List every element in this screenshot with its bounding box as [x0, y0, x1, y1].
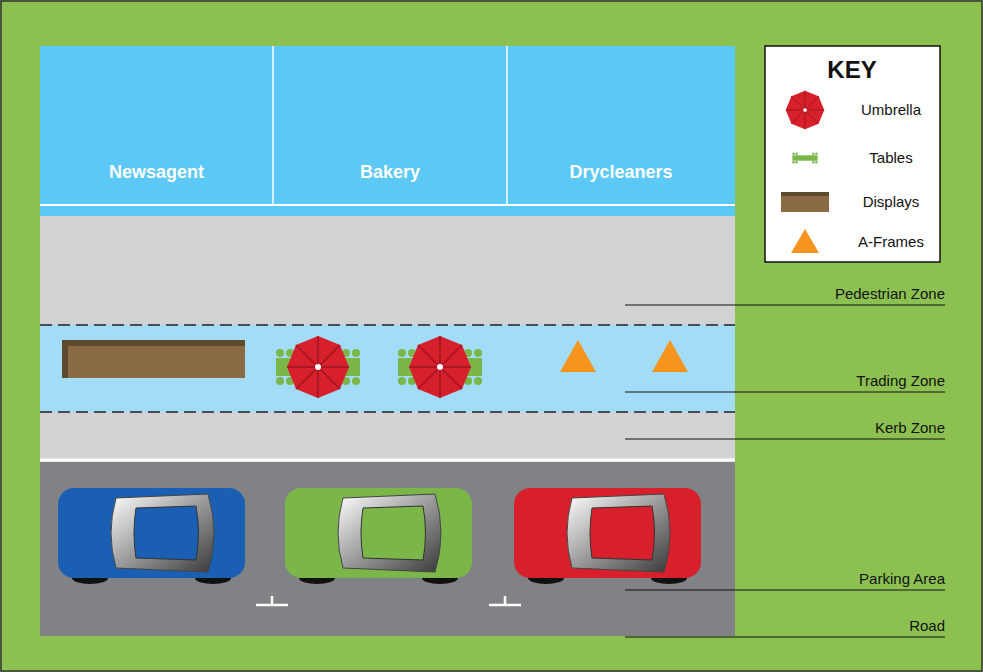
- legend-swatch: [765, 90, 835, 130]
- shop-front: Bakery: [273, 46, 507, 205]
- shop-name: Drycleaners: [569, 162, 672, 183]
- shop-name: Bakery: [360, 162, 420, 183]
- legend-text: A-Frames: [845, 233, 937, 251]
- legend-heading: KEY: [827, 56, 876, 84]
- zone-label: Pedestrian Zone: [835, 285, 945, 303]
- shop-name: Newsagent: [109, 162, 204, 183]
- legend-entry: Umbrella: [765, 90, 940, 130]
- legend-entry: Tables: [765, 138, 940, 178]
- shop-front: Newsagent: [40, 46, 273, 205]
- legend-color: [781, 192, 829, 212]
- shop-front: Drycleaners: [507, 46, 735, 205]
- legend-swatch: [765, 182, 835, 222]
- legend-entry: Displays: [765, 182, 940, 222]
- zone-label: Trading Zone: [856, 372, 945, 390]
- zone-label: Kerb Zone: [875, 419, 945, 437]
- legend-text: Tables: [845, 149, 937, 167]
- zone-label: Parking Area: [859, 570, 945, 588]
- legend-swatch: [765, 138, 835, 178]
- legend-entry: A-Frames: [765, 222, 940, 262]
- legend-text: Umbrella: [845, 101, 937, 119]
- zone-label: Road: [909, 617, 945, 635]
- legend-text: Displays: [845, 193, 937, 211]
- legend-swatch: [765, 222, 835, 262]
